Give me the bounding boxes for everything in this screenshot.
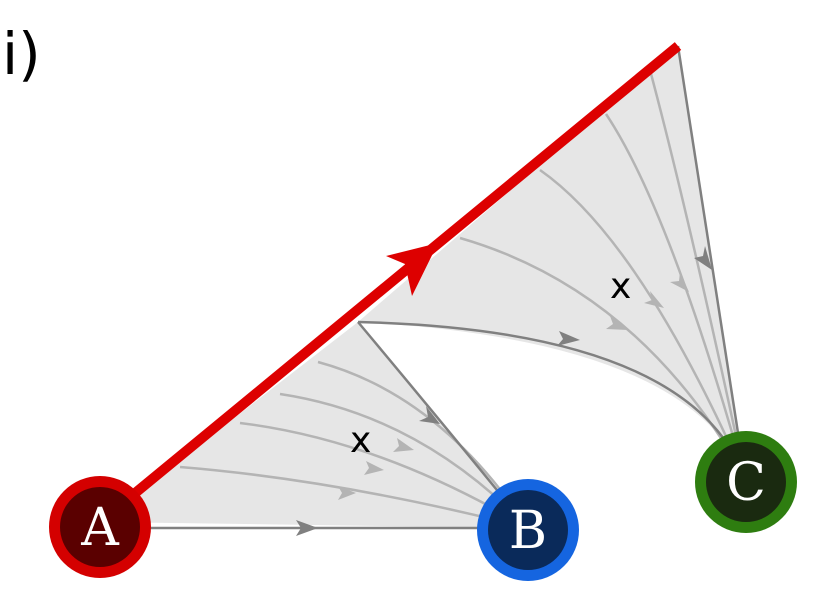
arrowhead	[419, 406, 440, 424]
main-red-edge	[96, 42, 682, 526]
arrowhead	[296, 520, 318, 536]
arrowhead	[644, 291, 664, 308]
node-a: A	[49, 476, 151, 578]
arrowhead	[338, 486, 356, 500]
flow-line	[604, 113, 747, 479]
arrowhead	[557, 331, 580, 346]
red-arrowhead	[386, 243, 438, 296]
node-a-label: A	[80, 498, 120, 558]
arrowhead	[393, 438, 414, 452]
flow-line	[539, 168, 747, 479]
lower-shaded-region	[100, 322, 528, 528]
upper-flow-arrowheads	[606, 272, 689, 330]
upper-shaded-region	[358, 46, 745, 478]
flow-line	[648, 69, 747, 479]
flow-line-to-c-upper	[676, 45, 747, 479]
lower-flow-arrowheads	[338, 438, 414, 500]
node-c: C	[695, 431, 797, 533]
node-b: B	[477, 479, 579, 581]
cross-mark-upper: x	[610, 266, 631, 307]
node-b-label: B	[509, 501, 547, 561]
arrowhead	[364, 461, 384, 475]
panel-label: i)	[2, 20, 41, 88]
arrowhead	[670, 272, 689, 292]
node-c-label: C	[726, 453, 766, 513]
arrowhead	[606, 316, 628, 330]
arrowhead	[694, 246, 712, 270]
cross-mark-lower: x	[350, 420, 371, 461]
